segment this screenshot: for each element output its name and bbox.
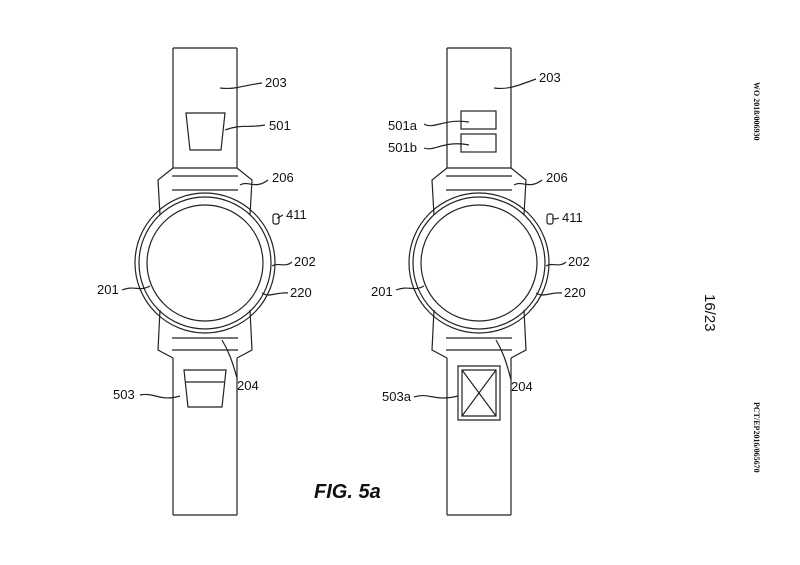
leader-lines <box>121 82 293 399</box>
sensor-501b <box>460 133 497 153</box>
label-204: 204 <box>511 379 533 394</box>
label-204: 204 <box>237 378 259 393</box>
label-203: 203 <box>539 70 561 85</box>
display <box>146 204 264 322</box>
label-201: 201 <box>371 284 393 299</box>
figure-title: FIG. 5a <box>314 481 381 503</box>
bezel-inner <box>138 196 272 330</box>
crown-button <box>272 213 280 225</box>
strap-bottom <box>172 358 238 516</box>
watch-case <box>431 167 527 359</box>
crown-button <box>546 213 554 225</box>
strap-bottom <box>446 358 512 516</box>
label-503a: 503a <box>382 389 412 404</box>
application-number: PCT/EP2016/065670 <box>752 402 761 473</box>
bezel <box>408 192 550 334</box>
page-number: 16/23 <box>701 294 718 332</box>
label-501: 501 <box>269 118 291 133</box>
label-201: 201 <box>97 282 119 297</box>
label-220: 220 <box>564 285 586 300</box>
label-501a: 501a <box>388 118 418 133</box>
right-watch: 203 501a 501b 206 411 202 220 201 204 50… <box>371 47 590 516</box>
sensor-503a <box>457 365 501 421</box>
sensor-503 <box>183 369 227 408</box>
left-watch: 203 501 206 411 202 220 201 204 503 <box>97 47 316 516</box>
leader-lines <box>395 78 567 399</box>
label-203: 203 <box>265 75 287 90</box>
label-202: 202 <box>568 254 590 269</box>
bezel-inner <box>412 196 546 330</box>
display <box>420 204 538 322</box>
label-503: 503 <box>113 387 135 402</box>
label-411: 411 <box>286 207 307 222</box>
label-220: 220 <box>290 285 312 300</box>
label-411: 411 <box>562 210 583 225</box>
publication-number: WO 2018/006930 <box>752 82 761 140</box>
label-501b: 501b <box>388 140 417 155</box>
sensor-501 <box>185 112 226 151</box>
strap-top <box>172 47 238 168</box>
label-206: 206 <box>272 170 294 185</box>
bezel <box>134 192 276 334</box>
sensor-501a <box>460 110 497 130</box>
strap-top <box>446 47 512 168</box>
label-202: 202 <box>294 254 316 269</box>
watch-case <box>157 167 253 359</box>
label-206: 206 <box>546 170 568 185</box>
